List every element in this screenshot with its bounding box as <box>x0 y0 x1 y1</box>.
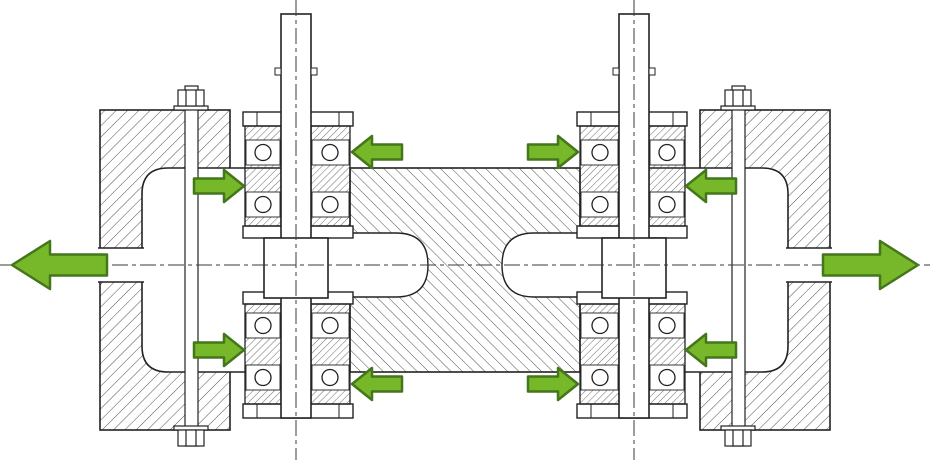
force-arrow-left-lower-inboard <box>350 366 404 402</box>
washer <box>720 425 756 431</box>
force-arrow-right-lower-inboard <box>526 366 580 402</box>
right-shaft-assembly <box>576 13 688 419</box>
washer <box>173 425 209 431</box>
stud <box>184 85 199 447</box>
hex-nut <box>177 429 205 447</box>
center-housing <box>330 167 600 373</box>
force-arrows-layer <box>10 134 920 402</box>
circlip <box>310 67 318 76</box>
force-arrow-right-upper-outboard <box>684 168 738 204</box>
stud <box>731 85 746 447</box>
force-arrow-right-upper-inboard <box>526 134 580 170</box>
ball-bearings <box>254 143 339 387</box>
hex-nut <box>724 89 752 107</box>
axial-load-arrow-left <box>10 239 109 291</box>
force-arrow-left-lower-outboard <box>192 332 246 368</box>
circlip <box>612 67 620 76</box>
force-arrow-right-lower-outboard <box>684 332 738 368</box>
axial-load-arrow-right <box>821 239 920 291</box>
hex-nut <box>177 89 205 107</box>
ball-bearings <box>591 143 676 387</box>
force-arrow-left-upper-outboard <box>192 168 246 204</box>
circlip <box>274 67 282 76</box>
force-arrow-left-upper-inboard <box>350 134 404 170</box>
center-right-slot <box>501 232 600 298</box>
circlip <box>648 67 656 76</box>
hex-nut <box>724 429 752 447</box>
